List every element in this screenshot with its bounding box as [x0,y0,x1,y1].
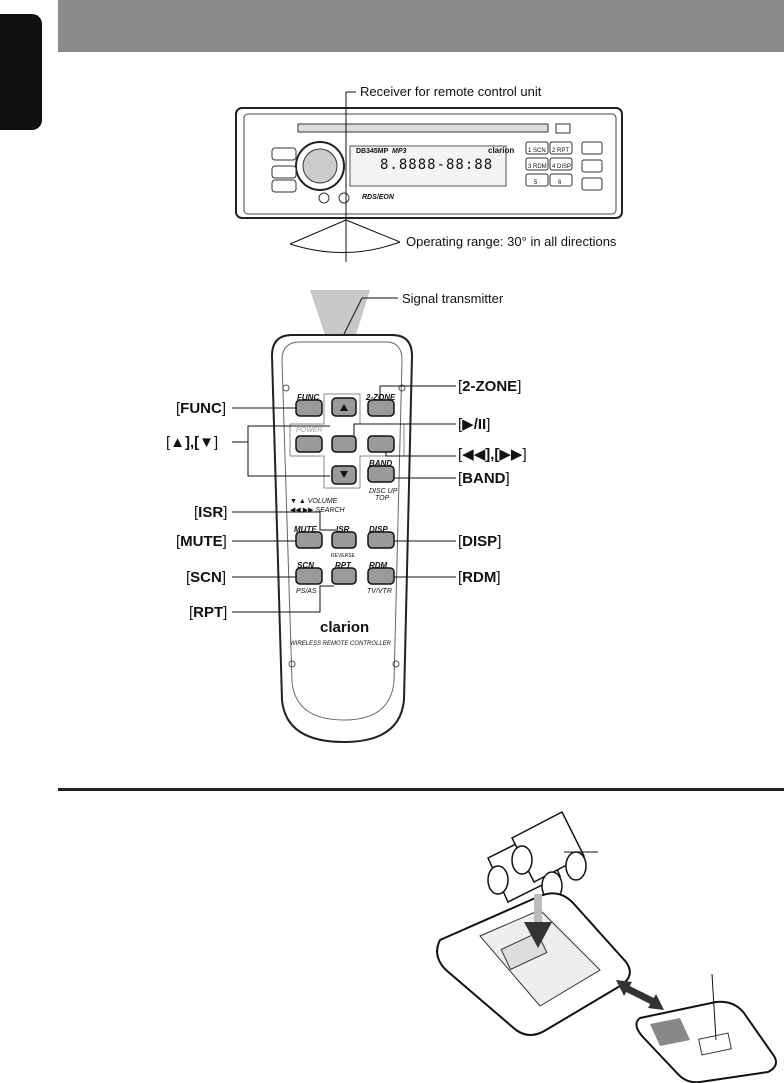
battery-illustration [437,812,776,1082]
preset-4: 4 DISP [552,160,571,175]
receiver-callout: Receiver for remote control unit [360,84,541,99]
remote-rpt-text: RPT [335,558,351,573]
section-divider [58,788,784,791]
remote-band-text: BAND [369,456,392,471]
label-mute: [MUTE] [176,533,227,550]
label-isr: [ISR] [194,504,227,521]
preset-2: 2 RPT [552,144,569,159]
label-skip: [◀◀],[▶▶] [458,446,527,463]
next-button [368,436,394,452]
remote-ps-as-text: PS/AS [296,584,317,599]
play-pause-button [332,436,356,452]
label-disp: [DISP] [458,533,501,550]
head-unit-brand: clarion [488,143,514,158]
preset-5: 5 [534,176,537,191]
preset-6: 6 [558,176,561,191]
signal-transmitter-callout: Signal transmitter [402,291,503,306]
remote-scn-text: SCN [297,558,314,573]
label-rdm: [RDM] [458,569,501,586]
remote-mute-text: MUTE [294,522,317,537]
remote-top-text: TOP [375,491,389,506]
label-rpt: [RPT] [189,604,227,621]
head-unit-display: 8.8888-88:88 [380,158,493,173]
remote-func-text: FUNC [297,390,319,405]
remote-subtitle: WIRELESS REMOTE CONTROLLER [290,637,391,652]
remote-tv-vtr-text: TV/VTR [367,584,392,599]
remote-search-text: ◀◀ ▶▶ SEARCH [290,503,345,518]
prev-button [296,436,322,452]
operating-range-callout: Operating range: 30° in all directions [406,234,616,249]
remote-power-text: POWER [296,423,322,438]
label-play-pause: [▶/II] [458,416,490,433]
preset-1: 1 SCN [528,144,546,159]
label-two-zone: [2-ZONE] [458,378,521,395]
remote-rdm-text: RDM [369,558,387,573]
head-unit-rds: RDS/EON [362,190,394,205]
label-band: [BAND] [458,470,510,487]
label-func: [FUNC] [176,400,226,417]
label-up-down: [▲],[▼] [166,434,218,451]
remote-two-zone-text: 2-ZONE [366,390,395,405]
remote-brand: clarion [320,620,369,635]
preset-3: 3 RDM [528,160,547,175]
label-scn: [SCN] [186,569,226,586]
remote-isr-text: ISR [336,522,349,537]
remote-disp-text: DISP [369,522,388,537]
